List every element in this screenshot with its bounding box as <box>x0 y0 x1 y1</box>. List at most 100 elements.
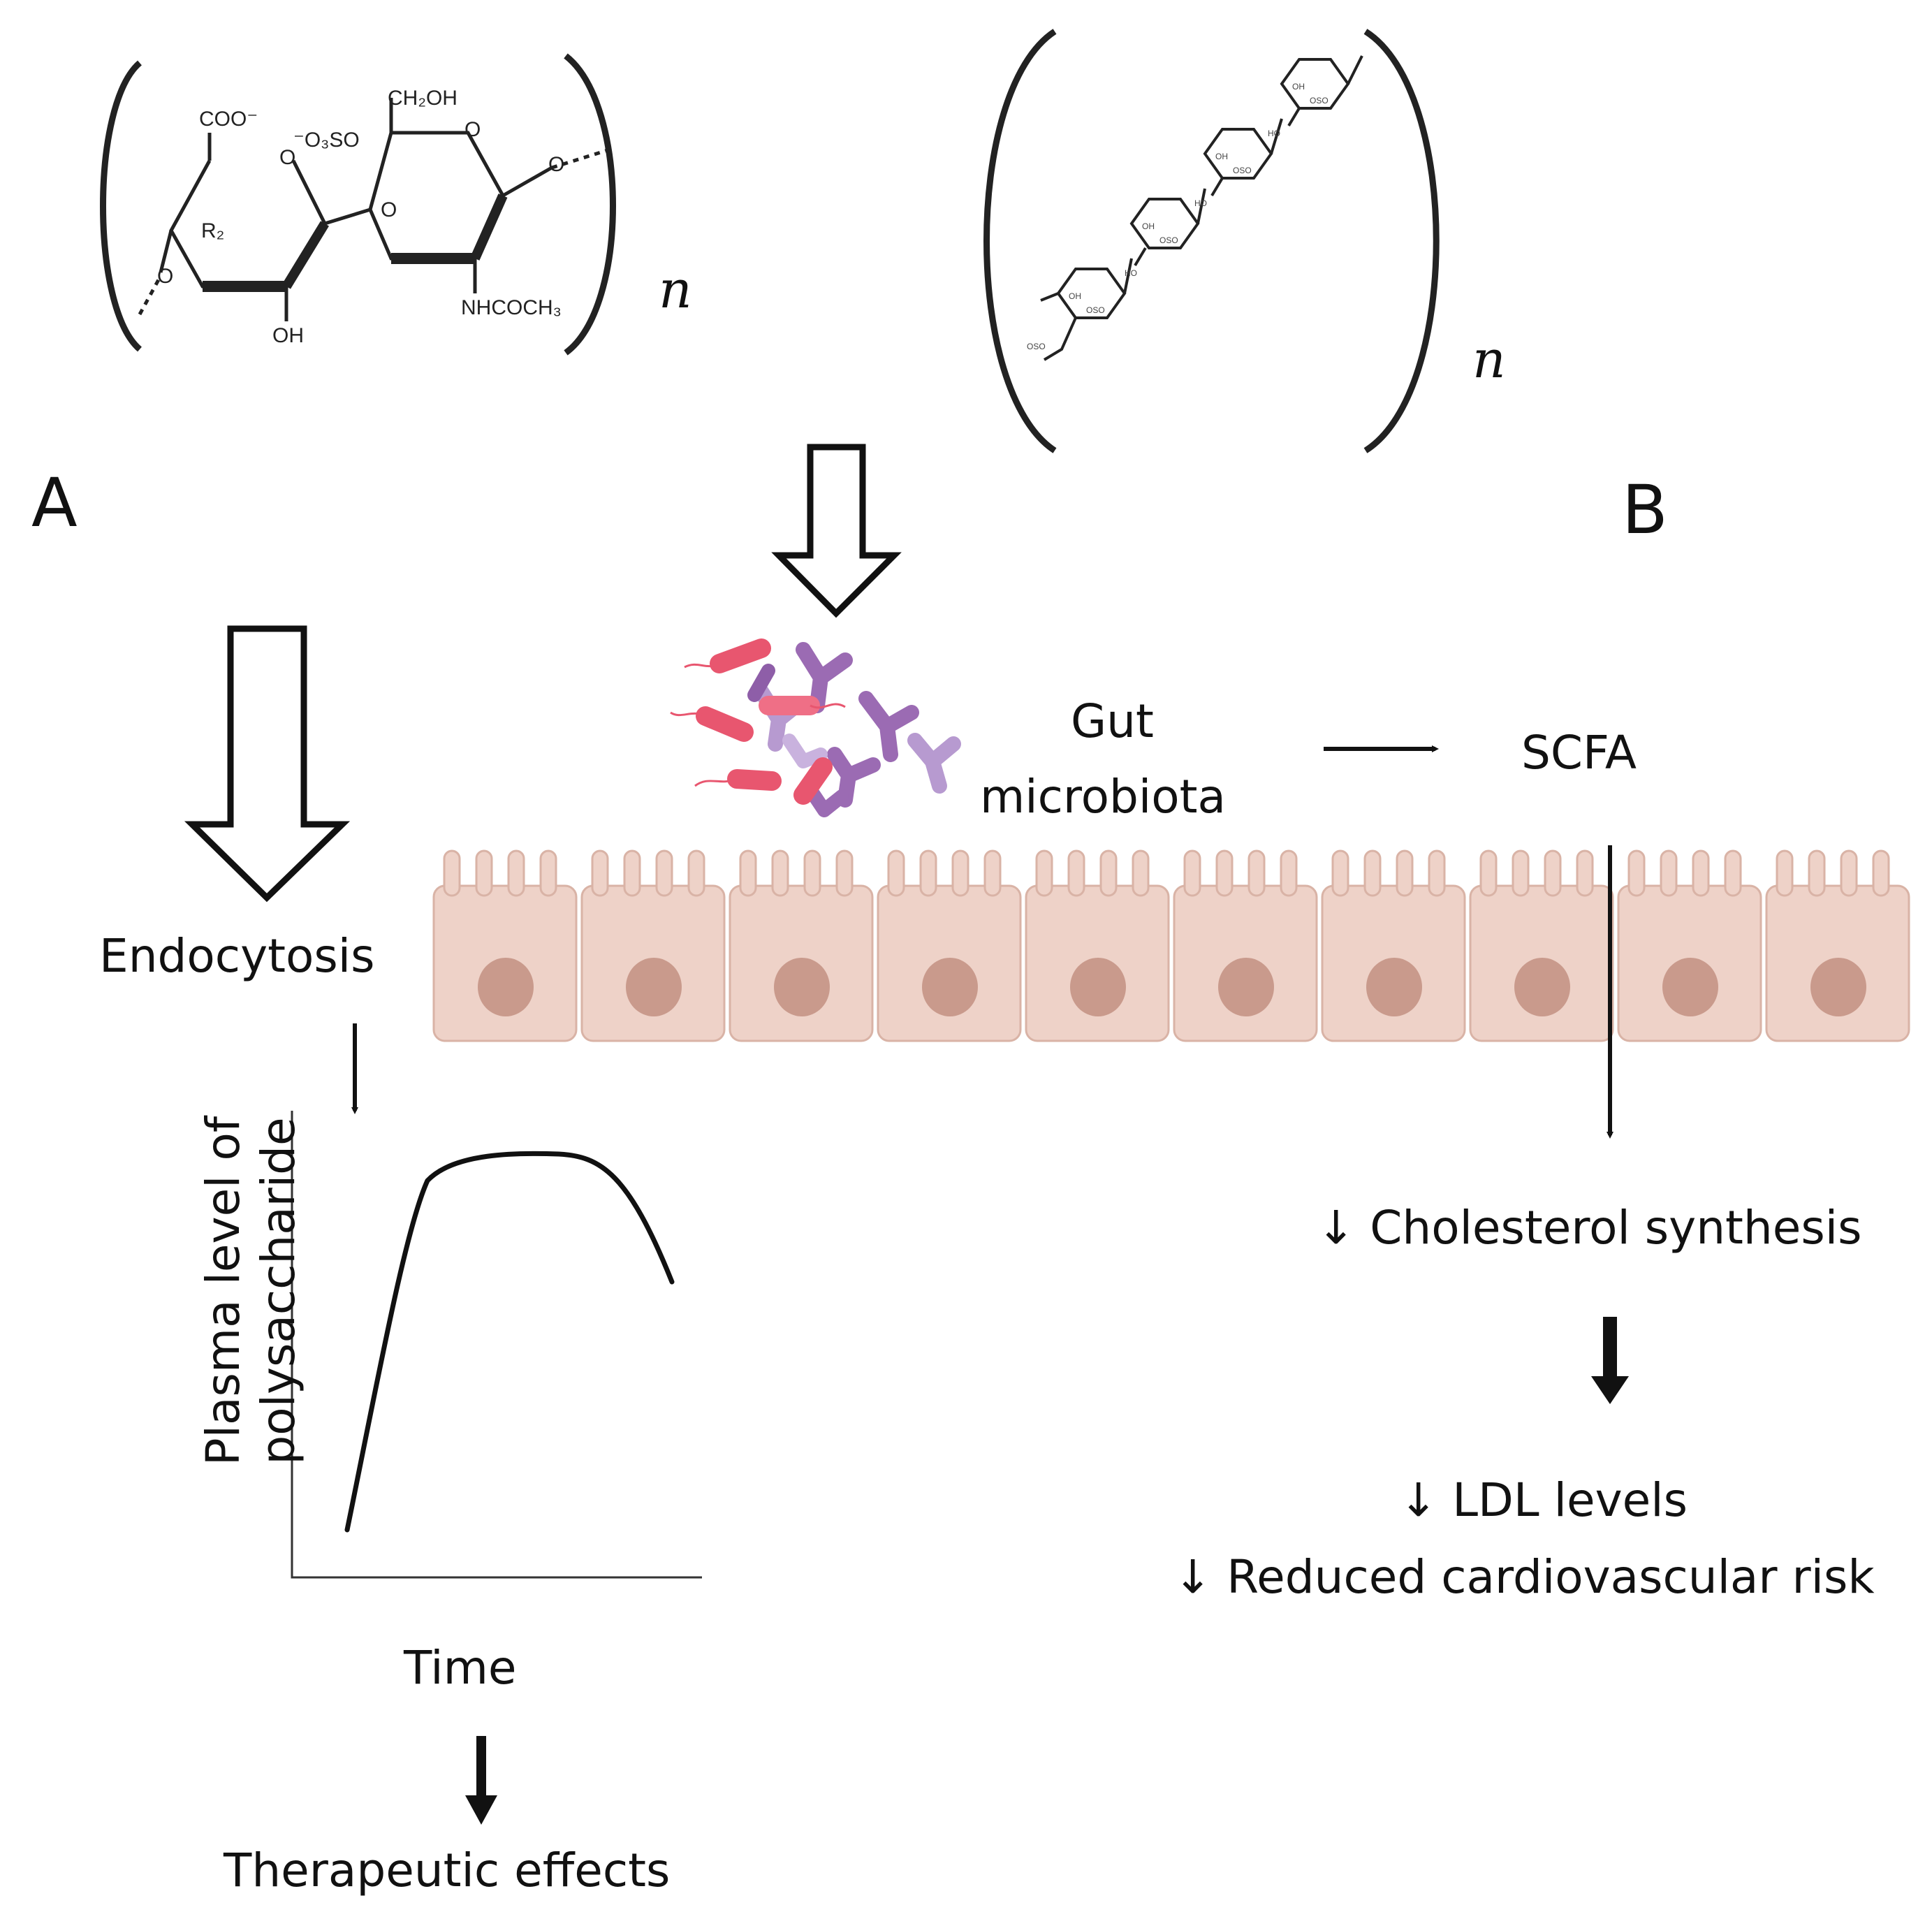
microvillus <box>1331 849 1349 897</box>
label-coo: COO⁻ <box>199 108 258 131</box>
microvillus <box>687 849 705 897</box>
structure-a-labels: COO⁻ ⁻O₃SO CH₂OH R₂ OH NHCOCH₃ O O O O O <box>157 87 564 347</box>
microvillus <box>739 849 757 897</box>
microvillus <box>1396 849 1414 897</box>
cell-nucleus <box>1514 958 1570 1016</box>
microvillus <box>803 849 821 897</box>
epithelial-cell <box>580 849 726 1042</box>
plasma-level-plot <box>291 1111 702 1579</box>
microvillus <box>1544 849 1562 897</box>
cell-nucleus <box>478 958 534 1016</box>
panel-label-b: B <box>1622 471 1668 549</box>
microvillus <box>1132 849 1150 897</box>
microvillus <box>887 849 905 897</box>
bacteria-rod <box>696 706 754 742</box>
epithelial-cell <box>1173 849 1318 1042</box>
microvillus <box>1627 849 1646 897</box>
microvillus <box>1840 849 1858 897</box>
bacteria-rod <box>727 769 782 791</box>
structure-b-left-bracket <box>983 29 1057 453</box>
microvillus <box>591 849 609 897</box>
epithelial-cell <box>1025 849 1170 1042</box>
label-o-glyco: O <box>381 198 397 221</box>
plot-curve <box>344 1151 675 1533</box>
label-nhcoch3: NHCOCH₃ <box>461 296 562 319</box>
microvillus <box>919 849 937 897</box>
svg-text:OH: OH <box>1292 82 1305 92</box>
microvillus <box>1724 849 1742 897</box>
label-gut: Gut <box>1071 694 1154 748</box>
label-endocytosis: Endocytosis <box>99 929 375 983</box>
label-cardiovascular-risk: ↓ Reduced cardiovascular risk <box>1173 1550 1875 1604</box>
svg-text:HO: HO <box>1194 198 1207 208</box>
svg-text:OSO: OSO <box>1310 96 1329 105</box>
label-o-ring2: O <box>464 118 481 141</box>
structure-b-repeat-n: n <box>1472 330 1506 390</box>
label-scfa: SCFA <box>1521 726 1637 780</box>
microvillus <box>1808 849 1826 897</box>
label-o-ring1: O <box>279 146 295 169</box>
plot-y-axis-label-line2: polysaccharide <box>251 1117 306 1465</box>
label-ch2oh: CH₂OH <box>388 87 458 110</box>
bacteria-rod <box>710 638 771 673</box>
microvillus <box>1035 849 1053 897</box>
microvillus <box>1512 849 1530 897</box>
cell-nucleus <box>1366 958 1422 1016</box>
epithelial-cell <box>1469 849 1614 1042</box>
microvillus <box>1215 849 1234 897</box>
arrow-cholesterol-to-ldl <box>1591 1317 1629 1404</box>
microvillus <box>771 849 789 897</box>
bacteria-purple <box>747 664 775 702</box>
svg-text:OSO: OSO <box>1159 235 1178 245</box>
arrow-time-to-therapeutic <box>465 1736 497 1825</box>
epithelial-cell <box>1765 849 1910 1042</box>
label-o3so: ⁻O₃SO <box>293 129 360 152</box>
cell-nucleus <box>774 958 830 1016</box>
microvillus <box>1660 849 1678 897</box>
cell-nucleus <box>1218 958 1274 1016</box>
microvillus <box>623 849 641 897</box>
label-oh: OH <box>272 324 304 347</box>
microvillus <box>507 849 525 897</box>
microvillus <box>443 849 461 897</box>
bacteria-rod <box>793 757 833 805</box>
svg-text:OSO: OSO <box>1086 305 1105 315</box>
microvillus <box>1872 849 1890 897</box>
microvillus <box>1067 849 1085 897</box>
microvillus <box>983 849 1002 897</box>
label-o-right: O <box>548 153 564 176</box>
cell-nucleus <box>1662 958 1718 1016</box>
svg-text:OH: OH <box>1215 152 1228 161</box>
bacteria-purple <box>858 691 919 762</box>
structure-a <box>100 53 616 356</box>
epithelial-cell <box>1321 849 1466 1042</box>
plot-x-axis-label: Time <box>404 1641 517 1695</box>
microvillus <box>1363 849 1382 897</box>
structure-b-right-bracket <box>1363 29 1440 453</box>
structure-a-repeat-n: n <box>659 260 692 320</box>
epithelial-cell <box>729 849 874 1042</box>
epithelial-cell <box>877 849 1022 1042</box>
microvillus <box>1776 849 1794 897</box>
panel-label-a: A <box>31 464 78 542</box>
epithelial-cell <box>1617 849 1762 1042</box>
microvillus <box>951 849 969 897</box>
microvillus <box>1247 849 1266 897</box>
microvillus <box>1428 849 1446 897</box>
microvillus <box>1099 849 1118 897</box>
microvillus <box>835 849 854 897</box>
label-therapeutic-effects: Therapeutic effects <box>224 1844 671 1897</box>
plot-axes <box>291 1111 702 1579</box>
hollow-arrow-b <box>771 444 902 618</box>
label-o-link: O <box>157 265 173 288</box>
structure-a-left-bracket <box>100 60 142 352</box>
intestinal-epithelium <box>432 849 1910 1042</box>
structure-b <box>983 29 1440 453</box>
cell-nucleus <box>1070 958 1126 1016</box>
cell-nucleus <box>1810 958 1866 1016</box>
structure-a-right-bracket <box>564 53 616 356</box>
microvillus <box>1183 849 1201 897</box>
microvillus <box>1576 849 1594 897</box>
